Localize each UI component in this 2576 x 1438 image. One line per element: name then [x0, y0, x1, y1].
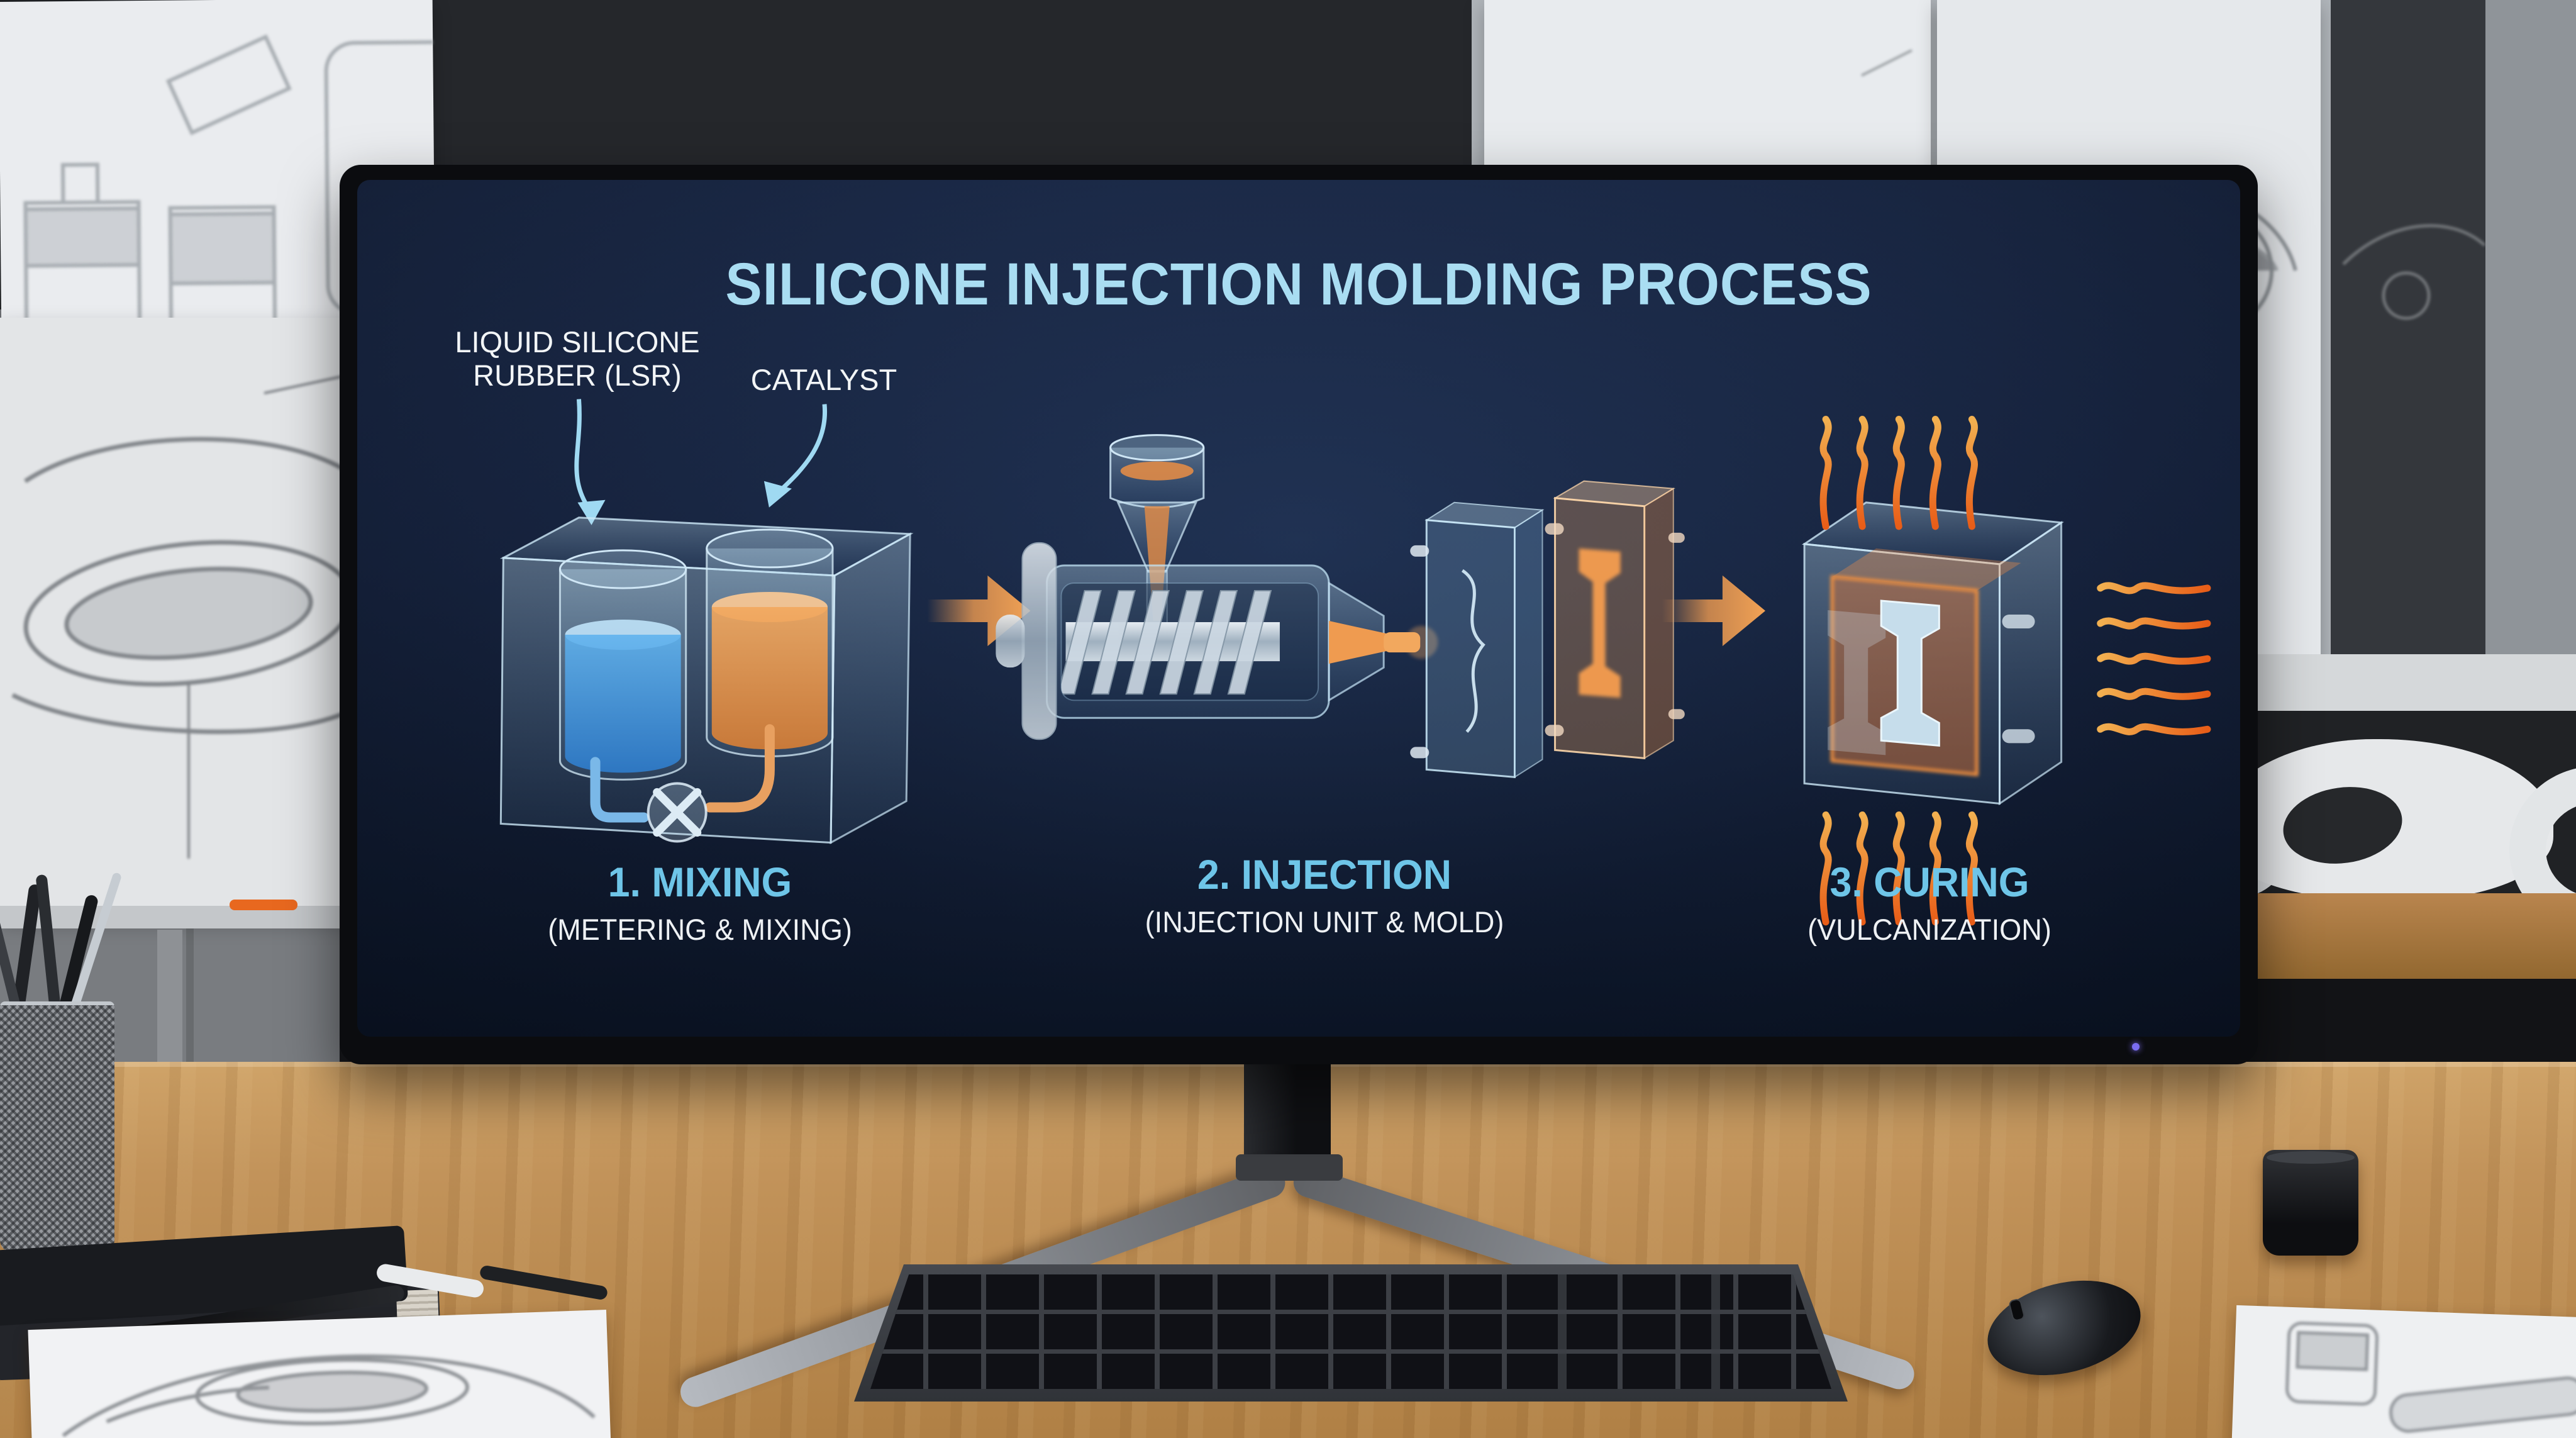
step-mixing-subtitle: (METERING & MIXING): [548, 913, 852, 946]
step-injection-caption: 2. INJECTION (INJECTION UNIT & MOLD): [1138, 850, 1511, 939]
orange-marker: [230, 900, 297, 910]
device-sketch: [2285, 1322, 2576, 1433]
power-led: [2132, 1043, 2140, 1051]
easel-tray: [0, 906, 365, 928]
coffee-cup: [2263, 1150, 2358, 1256]
wall-seam: [186, 900, 194, 1101]
step-injection-title: 2. INJECTION: [1197, 851, 1452, 898]
catalyst-label: CATALYST: [750, 363, 897, 396]
step-mixing-caption: 1. MIXING (METERING & MIXING): [541, 858, 858, 947]
hood-sketch: [11, 373, 354, 859]
step-curing-subtitle: (VULCANIZATION): [1807, 913, 2051, 946]
process-diagram: [499, 399, 2240, 1037]
mouse-wheel[interactable]: [2008, 1298, 2026, 1322]
cup-rim: [2267, 1151, 2355, 1164]
monitor-screen: SILICONE INJECTION MOLDING PROCESS LIQUI…: [357, 180, 2240, 1037]
curing-unit: [1801, 501, 2064, 806]
lsr-label-line1: LIQUID SILICONE: [455, 325, 700, 359]
step-injection-subtitle: (INJECTION UNIT & MOLD): [1145, 905, 1504, 939]
bottle-sketches: [23, 34, 531, 350]
mesh-pen-cup: [0, 1005, 114, 1252]
car-sketch-paper: [28, 1310, 611, 1438]
keyboard-keys[interactable]: [870, 1274, 1831, 1389]
product-sketch-paper: [2231, 1305, 2576, 1438]
car-sketch: [62, 1354, 596, 1437]
diagram-title: SILICONE INJECTION MOLDING PROCESS: [725, 251, 1872, 318]
injection-unit: [996, 434, 1685, 779]
step-curing-title: 3. CURING: [1829, 859, 2029, 905]
keyboard-cluster-gap: [1557, 1274, 1567, 1389]
lsr-label: LIQUID SILICONE RUBBER (LSR): [455, 325, 700, 392]
flow-arrow-icon: [1662, 575, 1765, 647]
flipchart-board: [0, 318, 362, 915]
monitor: SILICONE INJECTION MOLDING PROCESS LIQUI…: [340, 165, 2258, 1064]
pinned-sketch-sheet: [0, 0, 531, 350]
label-arrow-icon: [574, 399, 828, 514]
lsr-label-line2: RUBBER (LSR): [473, 358, 682, 392]
keyboard-numpad-gap: [1711, 1274, 1720, 1389]
step-curing-caption: 3. CURING (VULCANIZATION): [1802, 858, 2057, 947]
dark-sketch-panel: [2331, 0, 2494, 679]
step-mixing-title: 1. MIXING: [608, 859, 792, 905]
keyboard[interactable]: [854, 1264, 1848, 1402]
monitor-stand-hub: [1236, 1154, 1343, 1181]
faint-car-sketch: [2342, 224, 2486, 320]
mixing-unit: [499, 516, 914, 845]
